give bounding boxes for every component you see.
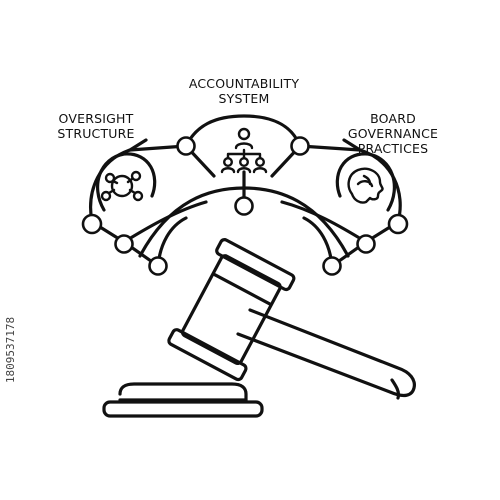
node-circle: [387, 213, 409, 235]
node-circle: [176, 136, 196, 156]
label-accountability-line1: ACCOUNTABILITY: [189, 76, 299, 91]
sound-block-icon: [102, 382, 264, 418]
label-oversight-line1: OVERSIGHT: [59, 111, 134, 126]
label-board-line1: BOARD: [370, 111, 416, 126]
node-circle: [81, 213, 103, 235]
head-profile-icon: [347, 167, 384, 204]
label-board-line3: PRACTICES: [358, 141, 428, 156]
label-board-line2: GOVERNANCE: [348, 126, 438, 141]
network-nodes-icon: [81, 136, 409, 276]
gavel-icon: [167, 238, 416, 400]
node-circle: [234, 196, 254, 216]
node-circle: [356, 234, 376, 254]
node-circle: [322, 256, 342, 276]
node-circle: [114, 234, 134, 254]
people-hierarchy-icon: [220, 127, 268, 174]
node-circle: [290, 136, 310, 156]
label-oversight-line2: STRUCTURE: [57, 126, 134, 141]
oversight-structure-icon: [100, 170, 144, 202]
side-number: 1809537178: [4, 317, 17, 383]
node-circle: [148, 256, 168, 276]
label-accountability-line2: SYSTEM: [218, 91, 269, 106]
